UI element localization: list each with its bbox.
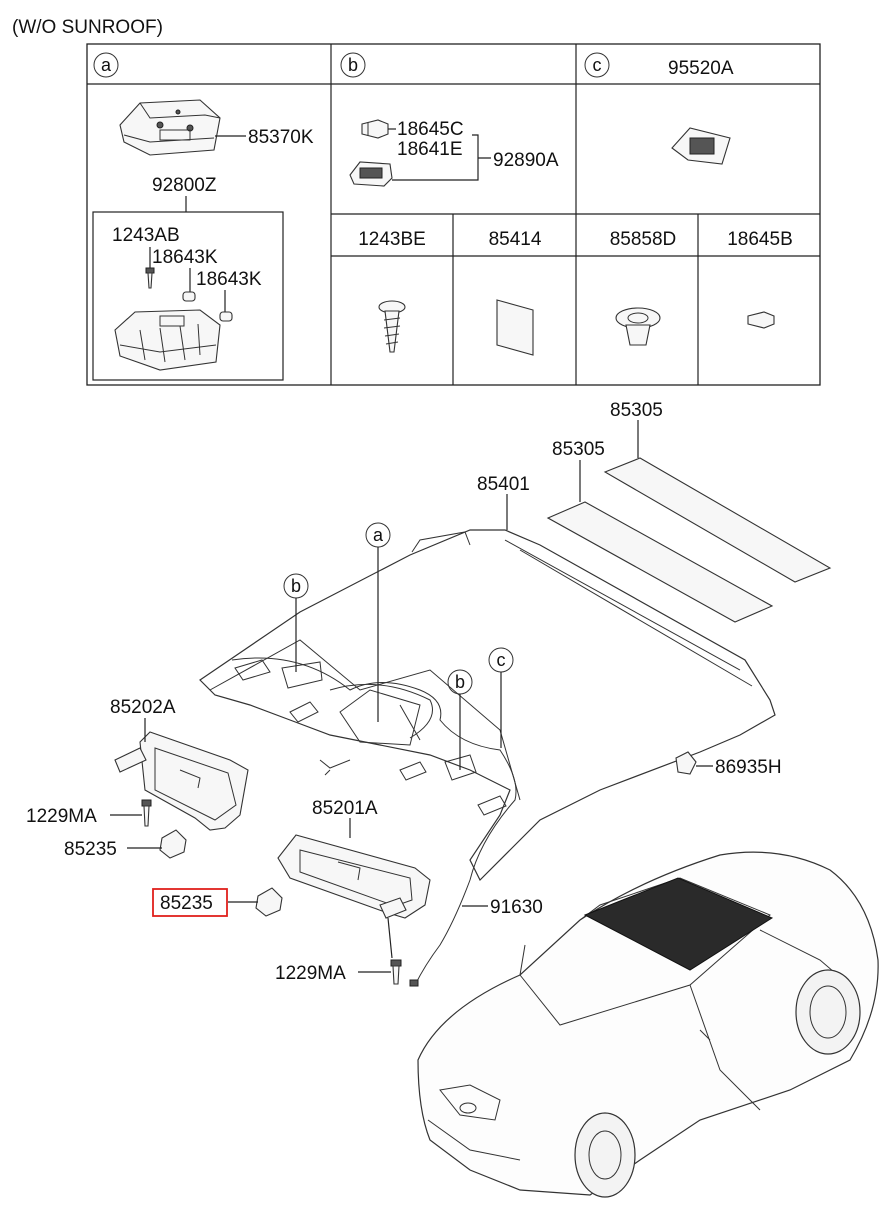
lamp-socket-icon [349, 161, 393, 187]
visor-holder-icon [255, 887, 283, 917]
roof-pad-strip-upper [603, 457, 832, 583]
label-85305-top: 85305 [610, 400, 663, 421]
label-1229MA-left: 1229MA [26, 806, 97, 827]
svg-text:a: a [373, 525, 384, 545]
sunvisor-left [114, 731, 249, 831]
diagram-title: (W/O SUNROOF) [12, 17, 163, 38]
sunvisor-right [277, 834, 431, 919]
label-18643K-1: 18643K [152, 247, 218, 268]
cell-b: b 18645C 18641E 92890A [340, 52, 559, 187]
svg-text:b: b [455, 672, 465, 692]
parts-table: a 85370K 92800Z 1243AB 18643K 18643K [86, 43, 821, 386]
tapping-screw-icon [378, 300, 406, 353]
label-91630: 91630 [490, 897, 543, 918]
callout-b-left: b [283, 573, 309, 672]
roof-pad-strip-lower [546, 501, 774, 623]
screw-icon [141, 799, 152, 827]
label-85201A: 85201A [312, 798, 378, 819]
visor-holder-icon [159, 829, 187, 859]
label-85235-upper: 85235 [64, 839, 117, 860]
pad-icon [496, 299, 534, 356]
label-1243AB: 1243AB [112, 225, 180, 246]
cell-a-subbox [92, 211, 284, 381]
screw-icon [390, 959, 402, 985]
label-95520A: 95520A [668, 58, 734, 79]
headlining-panel [199, 529, 776, 882]
label-18643K-2: 18643K [196, 269, 262, 290]
clip-icon [615, 307, 661, 346]
label-85305-mid: 85305 [552, 439, 605, 460]
bulb-icon [219, 311, 233, 322]
roof-wiring-harness [231, 657, 517, 987]
main-exploded-view: 85305 85305 85401 a b [26, 400, 879, 1198]
switch-icon [671, 127, 731, 165]
callout-a: a [365, 522, 391, 722]
car-illustration [417, 851, 879, 1198]
svg-text:c: c [497, 650, 506, 670]
label-85370K: 85370K [248, 127, 314, 148]
header-18645B: 18645B [727, 229, 793, 250]
screw-icon [145, 267, 155, 289]
bulb-icon [747, 311, 775, 329]
cell-a: a 85370K 92800Z 1243AB 18643K 18643K [92, 52, 314, 381]
label-92890A: 92890A [493, 150, 559, 171]
bulb-icon [182, 291, 196, 302]
cell-b-letter: b [348, 55, 358, 75]
overhead-console-icon [119, 99, 221, 156]
label-85401: 85401 [477, 474, 530, 495]
label-85235-highlight[interactable]: 85235 [160, 893, 213, 914]
label-18641E: 18641E [397, 139, 463, 160]
callout-b-right: b [447, 669, 473, 770]
cell-a-letter: a [101, 55, 112, 75]
header-85858D: 85858D [610, 229, 677, 250]
map-lamp-housing-icon [114, 309, 221, 371]
header-85414: 85414 [489, 229, 542, 250]
label-92800Z: 92800Z [152, 175, 217, 196]
label-85202A: 85202A [110, 697, 176, 718]
label-18645C: 18645C [397, 119, 464, 140]
cell-c: c 95520A [584, 52, 734, 165]
highlight-box [152, 888, 228, 917]
label-86935H: 86935H [715, 757, 782, 778]
bulb-icon [361, 119, 389, 139]
grommet-icon [675, 751, 697, 775]
header-1243BE: 1243BE [358, 229, 426, 250]
callout-c: c [488, 647, 514, 748]
label-1229MA-bottom: 1229MA [275, 963, 346, 984]
cell-c-letter: c [593, 55, 602, 75]
svg-text:b: b [291, 576, 301, 596]
